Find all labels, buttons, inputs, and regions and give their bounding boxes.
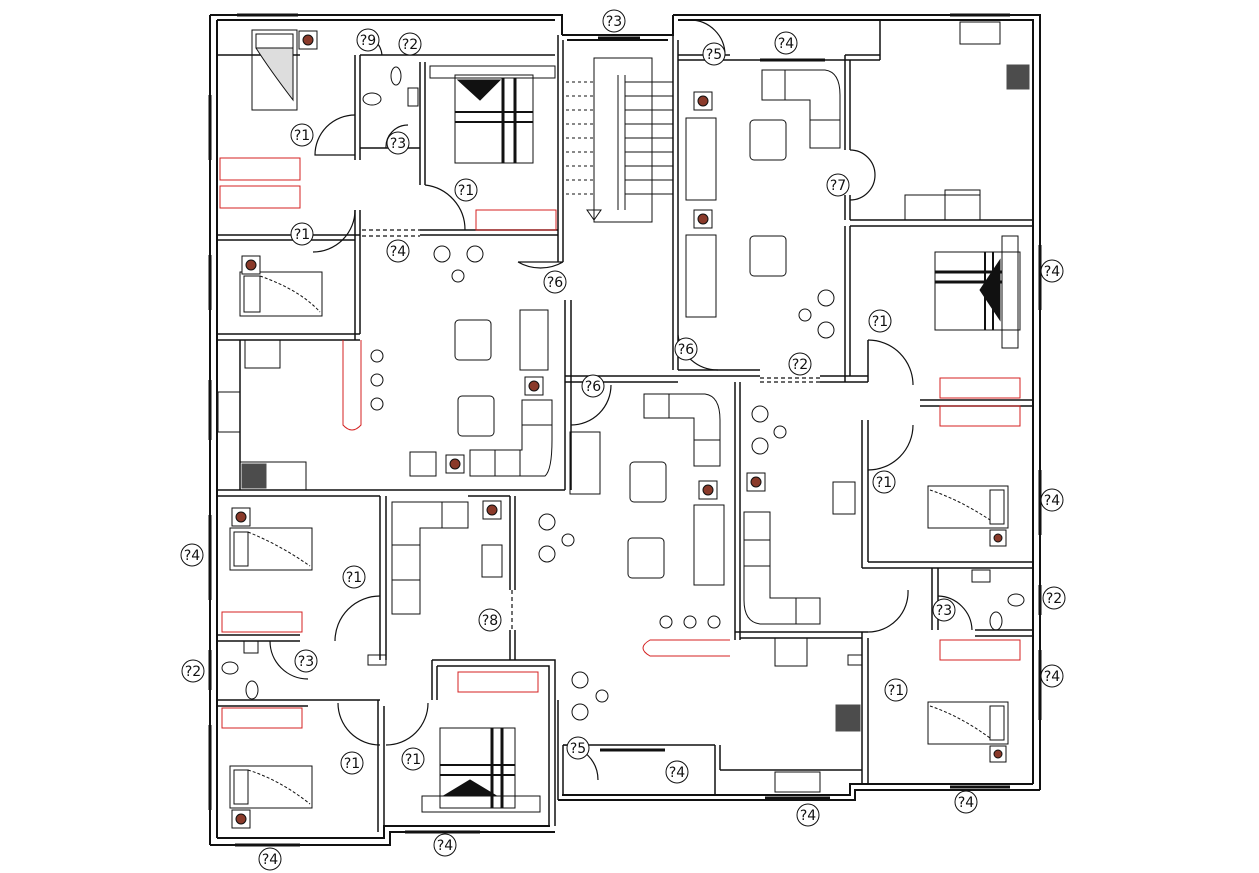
room-tag: ?3: [932, 598, 956, 622]
room-tag-label: ?1: [405, 752, 421, 768]
doors: [269, 19, 973, 781]
room-tags: ?3 ?9 ?2 ?1 ?3 ?1 ?1 ?4 ?5 ?4 ?7 ?4 ?1 ?6 ?6 ?6 ?2 ?1 ?4 ?4…: [180, 9, 1066, 871]
room-tag-label: ?3: [936, 603, 952, 619]
room-tag: ?4: [258, 847, 282, 871]
room-tag: ?9: [356, 28, 380, 52]
room-tag: ?4: [386, 239, 410, 263]
room-tag: ?6: [581, 374, 605, 398]
room-tag-label: ?6: [547, 275, 563, 291]
room-tag-label: ?6: [678, 342, 694, 358]
room-tag-label: ?4: [778, 36, 794, 52]
room-tag: ?4: [774, 31, 798, 55]
room-tag: ?1: [868, 309, 892, 333]
room-tag: ?7: [826, 173, 850, 197]
room-tag-label: ?4: [184, 548, 200, 564]
room-tag-label: ?2: [402, 37, 418, 53]
room-tag: ?4: [1040, 259, 1064, 283]
room-tag: ?4: [954, 790, 978, 814]
room-tag-label: ?4: [958, 795, 974, 811]
room-tag: ?2: [1042, 586, 1066, 610]
room-tag: ?3: [386, 131, 410, 155]
room-tag-label: ?4: [669, 765, 685, 781]
room-tag: ?4: [180, 543, 204, 567]
room-tag-label: ?4: [1044, 669, 1060, 685]
room-tag: ?1: [872, 470, 896, 494]
room-tag-label: ?3: [390, 136, 406, 152]
room-tag: ?1: [342, 565, 366, 589]
room-tag: ?1: [454, 178, 478, 202]
room-tag: ?2: [181, 659, 205, 683]
room-tag-label: ?9: [360, 33, 376, 49]
room-tag: ?8: [478, 608, 502, 632]
wardrobes: [219, 157, 1021, 729]
room-tag-label: ?4: [262, 852, 278, 868]
room-tag-label: ?5: [570, 741, 586, 757]
room-tag-label: ?2: [792, 357, 808, 373]
room-tag-label: ?4: [1044, 264, 1060, 280]
sofas: [391, 69, 841, 625]
room-tag: ?1: [290, 222, 314, 246]
room-tag-label: ?1: [876, 475, 892, 491]
room-tag: ?4: [665, 760, 689, 784]
room-tag-label: ?4: [437, 838, 453, 854]
room-tag: ?6: [674, 337, 698, 361]
room-tag: ?4: [433, 833, 457, 857]
room-tag-label: ?3: [298, 654, 314, 670]
windows: [208, 13, 1042, 847]
room-tag-label: ?3: [606, 14, 622, 30]
room-tag: ?2: [398, 32, 422, 56]
room-tag: ?1: [401, 747, 425, 771]
room-tag-label: ?4: [1044, 493, 1060, 509]
room-tag: ?5: [702, 42, 726, 66]
room-tag-label: ?1: [344, 756, 360, 772]
room-tag-label: ?5: [706, 47, 722, 63]
interior-walls: [217, 20, 1033, 832]
room-tag-label: ?4: [390, 244, 406, 260]
room-tag: ?4: [796, 803, 820, 827]
room-tag: ?4: [1040, 488, 1064, 512]
room-tag-label: ?1: [294, 128, 310, 144]
plant-fixtures: [231, 30, 1007, 829]
room-tag-label: ?1: [294, 227, 310, 243]
room-tag-label: ?4: [800, 808, 816, 824]
room-tag: ?6: [543, 270, 567, 294]
room-tag: ?1: [884, 678, 908, 702]
room-tag-label: ?2: [185, 664, 201, 680]
room-tag: ?2: [788, 352, 812, 376]
room-tag: ?1: [340, 751, 364, 775]
room-tag-label: ?1: [346, 570, 362, 586]
room-tag: ?3: [294, 649, 318, 673]
staircase: [566, 57, 673, 223]
room-tag-label: ?7: [830, 178, 846, 194]
room-tag-label: ?1: [872, 314, 888, 330]
room-tag: ?3: [602, 9, 626, 33]
room-tag-label: ?1: [888, 683, 904, 699]
room-tag-label: ?6: [585, 379, 601, 395]
room-tag-label: ?8: [482, 613, 498, 629]
room-tag: ?1: [290, 123, 314, 147]
beds: [229, 29, 1021, 813]
room-tag: ?4: [1040, 664, 1064, 688]
dining-sets: [370, 245, 835, 721]
room-tag-label: ?2: [1046, 591, 1062, 607]
room-tag-label: ?1: [458, 183, 474, 199]
room-tag: ?5: [566, 736, 590, 760]
kitchen-bath-fixtures: [217, 21, 1030, 793]
